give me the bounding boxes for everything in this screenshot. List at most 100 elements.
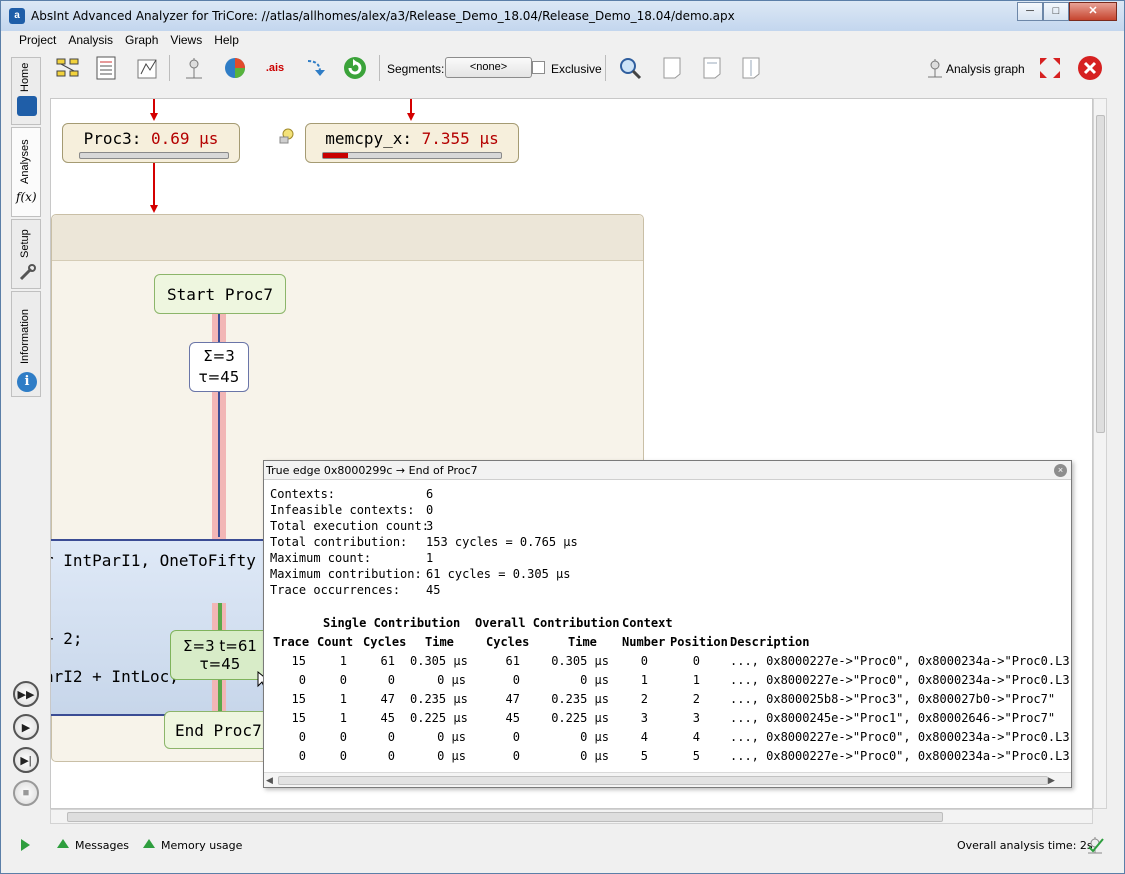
info-icon: i <box>17 372 37 392</box>
col-time-single: Time <box>425 635 454 649</box>
popup-title: True edge 0x8000299c → End of Proc7 <box>264 461 1071 480</box>
canvas-horizontal-scrollbar[interactable] <box>50 809 1093 824</box>
canvas-vertical-scrollbar[interactable] <box>1093 98 1107 809</box>
table-cell: 2 <box>640 692 648 706</box>
memcpy-node[interactable]: memcpy_x: 7.355 µs <box>305 123 519 163</box>
proc3-time: 0.69 µs <box>151 129 219 148</box>
play-button[interactable]: ▶ <box>13 714 39 740</box>
scroll-left-arrow[interactable]: ◀ <box>266 775 273 785</box>
table-cell: 0 <box>339 673 347 687</box>
table-cell: 0 <box>512 730 520 744</box>
minimize-button[interactable]: ─ <box>1017 2 1043 21</box>
table-cell: 2 <box>692 692 700 706</box>
table-cell: ..., 0x800025b8->"Proc3", 0x800027b0->"P… <box>730 692 1056 706</box>
end-proc7-node[interactable]: End Proc7 <box>164 711 274 749</box>
menu-graph[interactable]: Graph <box>125 33 159 47</box>
table-cell: 0.235 µs <box>410 692 468 706</box>
popup-horizontal-scrollbar[interactable]: ◀ ▶ <box>264 772 1071 787</box>
edge1-tau: τ=45 <box>198 368 240 386</box>
proc3-node[interactable]: Proc3: 0.69 µs <box>62 123 240 163</box>
scroll-right-arrow[interactable]: ▶ <box>1048 775 1055 785</box>
vertical-layout-icon[interactable] <box>738 55 764 81</box>
table-cell: 0 <box>298 673 306 687</box>
refresh-icon[interactable] <box>342 55 368 81</box>
edge-annotation-1[interactable]: Σ=3 τ=45 <box>189 342 249 392</box>
control-flow-graph-icon[interactable] <box>55 55 81 81</box>
messages-label[interactable]: Messages <box>75 839 129 852</box>
table-cell: 0 <box>387 730 395 744</box>
zoom-icon[interactable] <box>617 55 643 81</box>
step-button[interactable]: ▶| <box>13 747 39 773</box>
tab-home[interactable]: Home <box>11 57 41 125</box>
table-cell: 0 µs <box>580 749 609 763</box>
side-tabs: Home Analyses f(x) Setup Information i <box>11 57 41 407</box>
analysis-time-label: Overall analysis time: 2s <box>957 839 1093 852</box>
menu-help[interactable]: Help <box>214 33 239 47</box>
wcet-graph-icon[interactable] <box>135 55 161 81</box>
edge-annotation-2[interactable]: Σ=3 t=61 τ=45 <box>170 630 270 680</box>
pie-chart-icon[interactable] <box>222 55 248 81</box>
exclusive-checkbox[interactable] <box>532 61 545 74</box>
table-cell: 1 <box>339 654 347 668</box>
table-cell: 0 <box>298 749 306 763</box>
window-title: AbsInt Advanced Analyzer for TriCore: //… <box>31 9 735 23</box>
fast-forward-button[interactable]: ▶▶ <box>13 681 39 707</box>
table-cell: 15 <box>291 654 306 668</box>
popup-scroll-thumb[interactable] <box>278 776 1048 785</box>
run-icon[interactable] <box>21 839 30 851</box>
table-cell: 5 <box>640 749 648 763</box>
table-cell: 3 <box>692 711 700 725</box>
close-window-button[interactable]: ✕ <box>1069 2 1117 21</box>
tab-setup[interactable]: Setup <box>11 219 41 289</box>
edge-details-popup: True edge 0x8000299c → End of Proc7 × Co… <box>263 460 1072 788</box>
table-cell: 4 <box>640 730 648 744</box>
menu-project[interactable]: Project <box>19 33 57 47</box>
toolbar: .ais Segments: <none> Exclusive Analysis… <box>49 51 1124 85</box>
fullscreen-icon[interactable] <box>1037 55 1063 81</box>
horizontal-scroll-thumb[interactable] <box>67 812 943 822</box>
page-fold-icon[interactable] <box>659 55 685 81</box>
start-proc7-node[interactable]: Start Proc7 <box>154 274 286 314</box>
page-layout-icon[interactable] <box>699 55 725 81</box>
table-cell: 61 <box>380 654 395 668</box>
table-cell: 1 <box>692 673 700 687</box>
memory-usage-label[interactable]: Memory usage <box>161 839 243 852</box>
list-view-icon[interactable] <box>93 55 119 81</box>
table-cell: 0 <box>387 749 395 763</box>
col-position: Position <box>670 635 728 649</box>
table-cell: 0.235 µs <box>551 692 609 706</box>
menu-views[interactable]: Views <box>170 33 203 47</box>
analysis-graph-label[interactable]: Analysis graph <box>946 62 1025 76</box>
ais-file-icon[interactable]: .ais <box>265 62 285 74</box>
vertical-scroll-thumb[interactable] <box>1096 115 1105 433</box>
table-cell: ..., 0x8000227e->"Proc0", 0x8000234a->"P… <box>730 749 1070 763</box>
table-cell: 1 <box>640 673 648 687</box>
table-cell: 45 <box>505 711 520 725</box>
segments-label: Segments: <box>387 62 445 76</box>
routine-header <box>52 215 643 261</box>
stop-button[interactable]: ■ <box>13 780 39 806</box>
table-cell: 0 µs <box>437 673 466 687</box>
messages-expand-icon[interactable] <box>57 839 69 848</box>
table-cell: 1 <box>339 692 347 706</box>
popup-close-button[interactable]: × <box>1054 464 1067 477</box>
segments-dropdown[interactable]: <none> <box>445 57 532 78</box>
a3-home-icon <box>17 96 37 116</box>
tab-information[interactable]: Information i <box>11 291 41 397</box>
menu-analysis[interactable]: Analysis <box>68 33 114 47</box>
table-cell: ..., 0x8000227e->"Proc0", 0x8000234a->"P… <box>730 730 1070 744</box>
table-cell: 0 <box>692 654 700 668</box>
title-bar: a AbsInt Advanced Analyzer for TriCore: … <box>1 1 1124 31</box>
stop-analysis-icon[interactable] <box>1077 55 1103 81</box>
menu-bar: Project Analysis Graph Views Help <box>13 31 245 51</box>
analysis-tool-icon[interactable] <box>181 55 207 81</box>
analysis-graph-icon[interactable] <box>922 55 948 81</box>
table-cell: 0 µs <box>437 730 466 744</box>
step-into-icon[interactable] <box>303 55 329 81</box>
table-cell: ..., 0x8000227e->"Proc0", 0x8000234a->"P… <box>730 673 1070 687</box>
tab-analyses[interactable]: Analyses f(x) <box>11 127 41 217</box>
code-line-2: ; <box>51 591 54 610</box>
lightbulb-icon[interactable] <box>279 127 295 145</box>
maximize-button[interactable]: □ <box>1043 2 1069 21</box>
memory-expand-icon[interactable] <box>143 839 155 848</box>
